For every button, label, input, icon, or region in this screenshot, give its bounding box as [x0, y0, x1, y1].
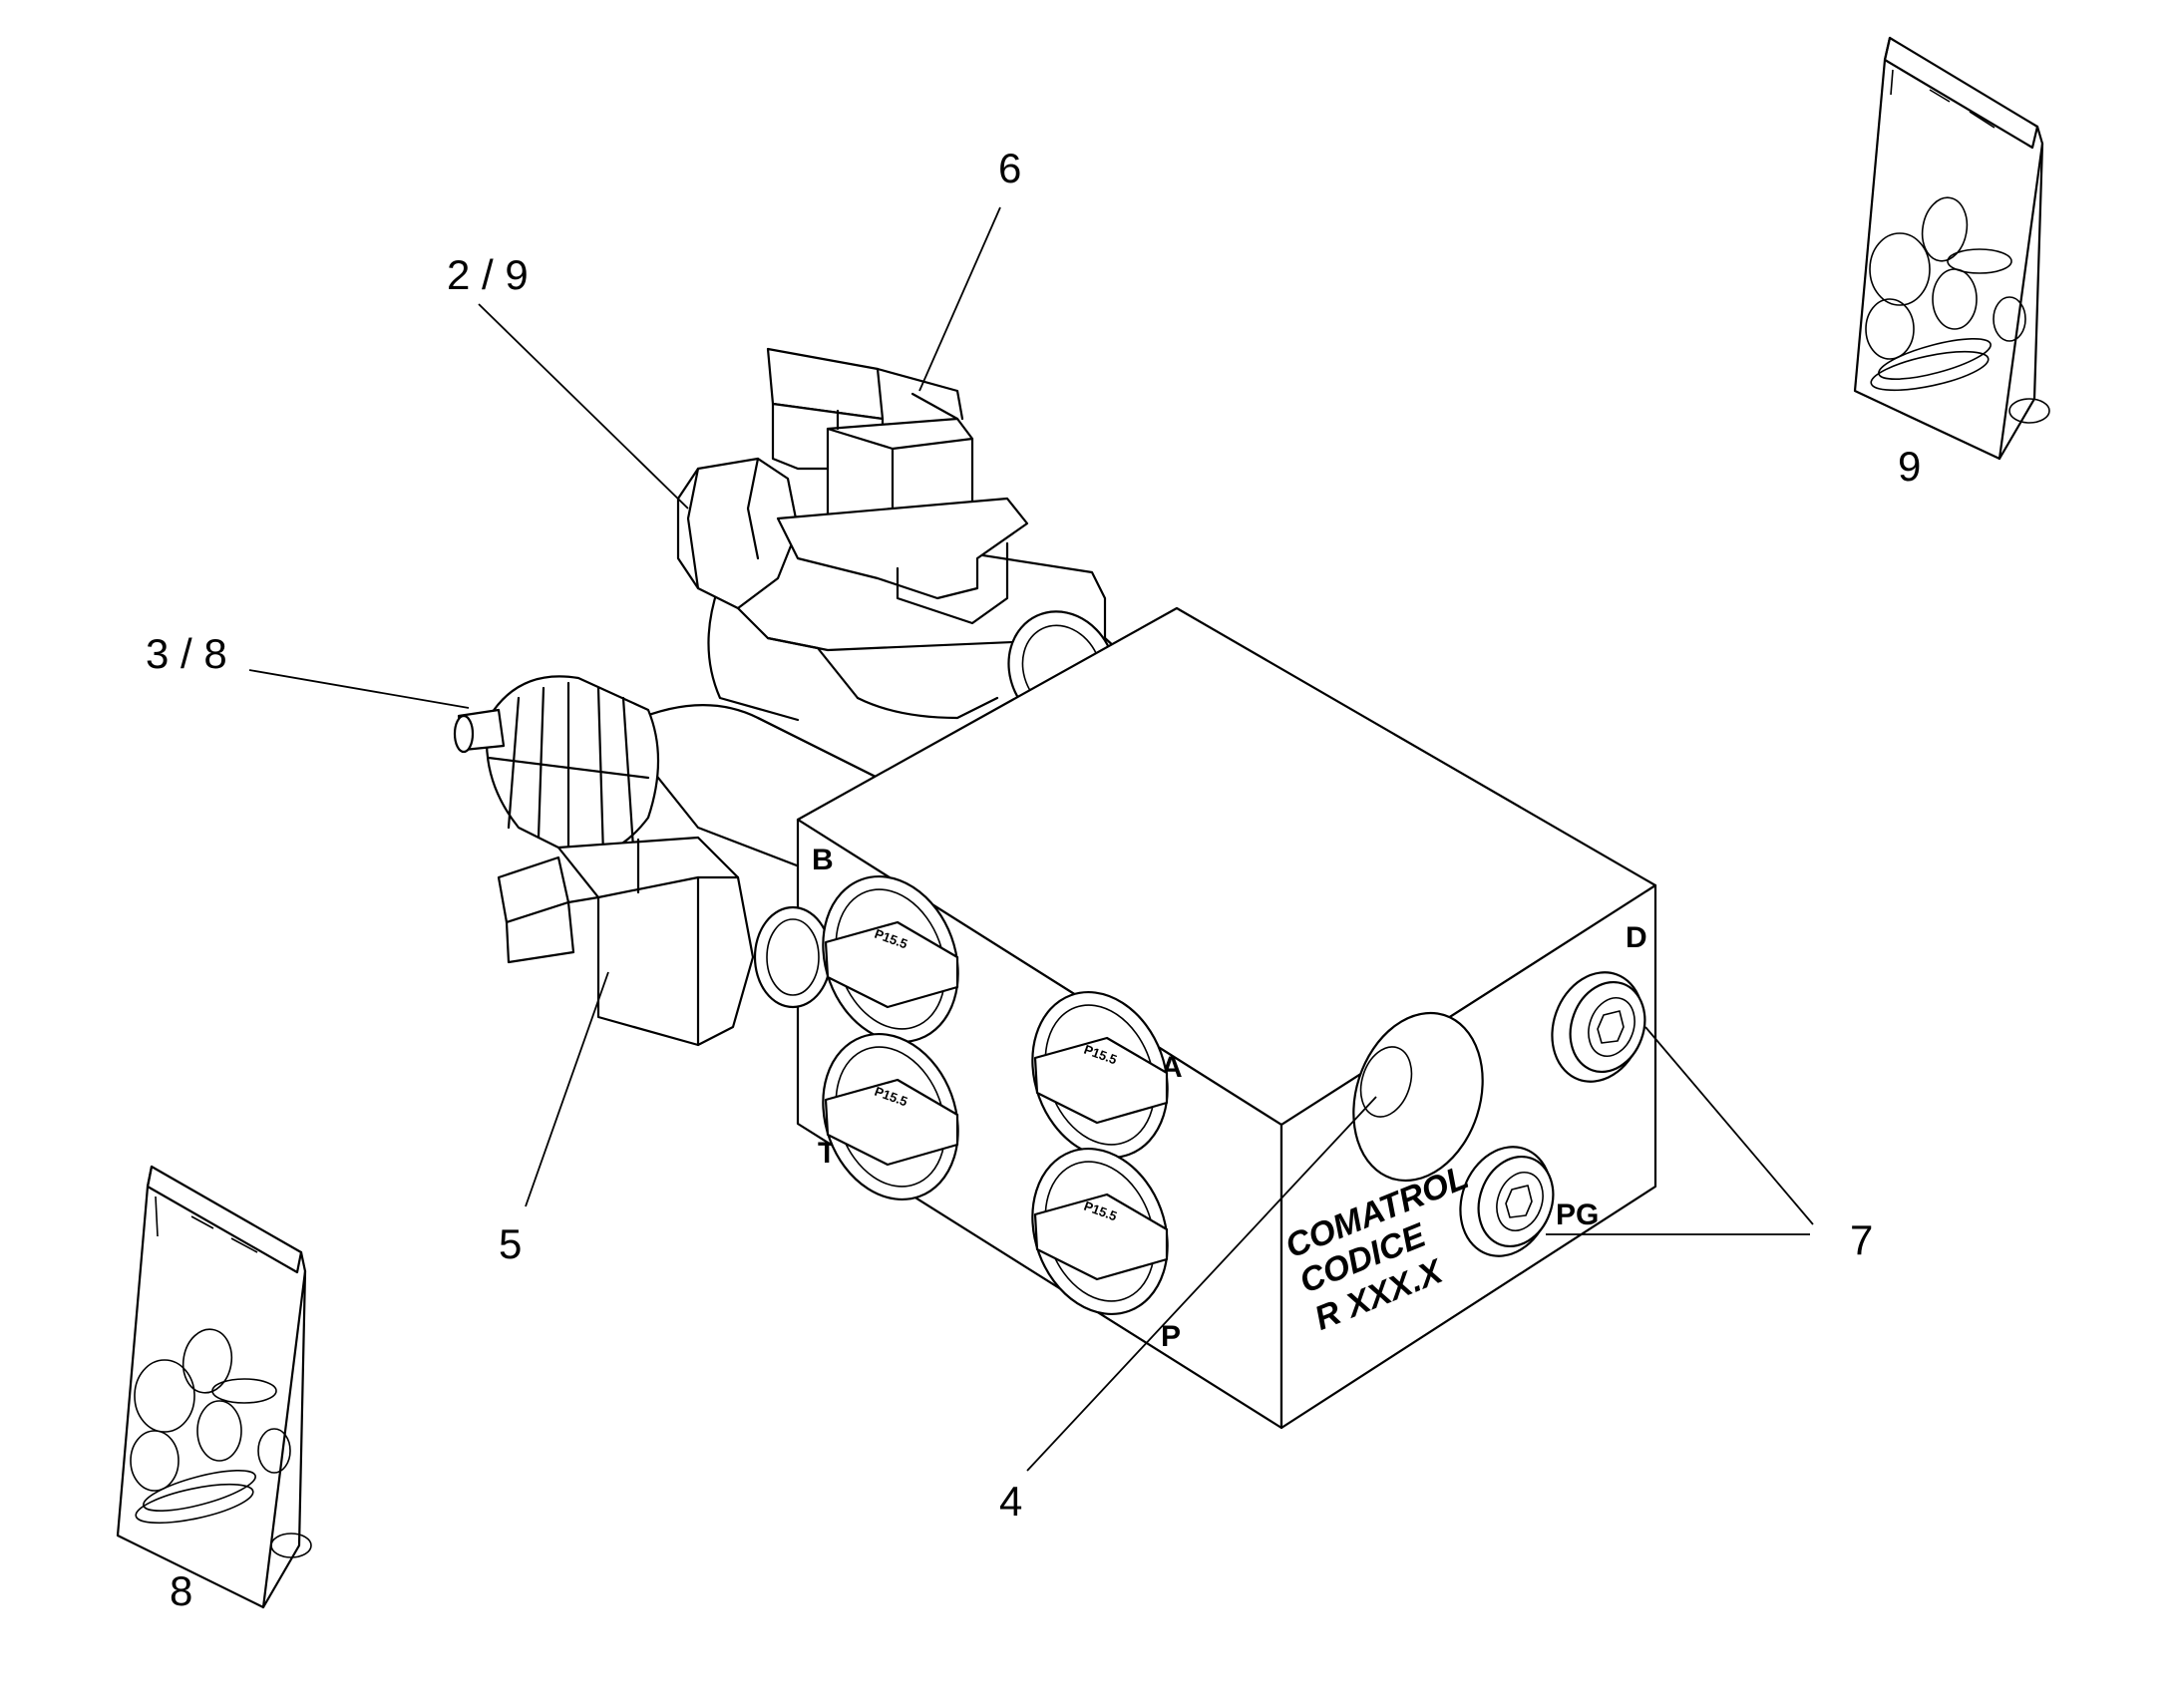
callout-8: 8: [170, 1567, 192, 1614]
callout-3-8: 3 / 8: [146, 630, 227, 677]
port-plug-a: P15.5: [1031, 990, 1169, 1160]
port-label-p: P: [1161, 1320, 1181, 1353]
seal-kit-bag-9: [1853, 36, 2050, 461]
callout-7: 7: [1850, 1216, 1873, 1263]
callout-4: 4: [999, 1478, 1022, 1525]
solenoid-valve-2: [676, 347, 1129, 730]
callout-5: 5: [499, 1220, 522, 1267]
seal-kit-bag-8: [116, 1165, 312, 1609]
leader-lines: [248, 206, 1814, 1472]
callout-6: 6: [998, 145, 1021, 191]
port-label-d: D: [1626, 921, 1647, 954]
manifold-block: B T A P P15.5 P15.5 P15.5: [753, 606, 1657, 1430]
port-plug-t: P15.5: [822, 1032, 959, 1201]
callout-2-9: 2 / 9: [447, 251, 529, 298]
port-plug-p: P15.5: [1031, 1147, 1169, 1316]
port-plug-b: P15.5: [822, 874, 959, 1044]
callout-9: 9: [1898, 443, 1921, 490]
bore-4: [1352, 1011, 1484, 1183]
plug-pg-7: [1459, 1146, 1555, 1257]
port-label-b: B: [812, 844, 834, 876]
port-label-pg: PG: [1556, 1198, 1599, 1231]
plug-d-7: [1551, 971, 1646, 1083]
